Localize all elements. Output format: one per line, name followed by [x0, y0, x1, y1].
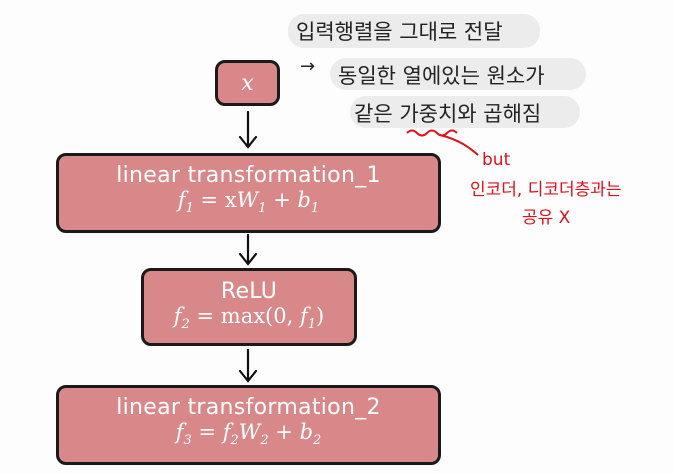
note-line-3-part-c: 와 곱해짐	[457, 102, 542, 126]
relu-title: ReLU	[220, 279, 278, 304]
input-node: x	[215, 60, 280, 106]
linear-1-formula: f1 = xW1 + b1	[177, 188, 320, 217]
linear-2-formula: f3 = f2W2 + b2	[175, 420, 322, 449]
relu-node: ReLU f2 = max(0, f1)	[141, 268, 357, 346]
linear-transformation-1-node: linear transformation_1 f1 = xW1 + b1	[56, 153, 441, 233]
note-line-3-part-a: 같은	[354, 102, 400, 126]
red-note-line-2: 인코더, 디코더층과는	[470, 180, 622, 200]
arrow-down-icon	[238, 348, 258, 383]
red-note-but: but	[482, 150, 511, 170]
relu-formula: f2 = max(0, f1)	[173, 304, 325, 333]
input-node-label: x	[241, 70, 254, 96]
arrow-down-icon	[238, 110, 258, 149]
note-line-3-weight: 가중치	[399, 102, 458, 126]
arrow-down-icon	[238, 233, 258, 266]
linear-2-title: linear transformation_2	[116, 395, 381, 420]
note-line-3: 같은 가중치와 곱해짐	[354, 98, 541, 128]
linear-1-title: linear transformation_1	[116, 163, 381, 188]
note-arrow-icon: →	[300, 56, 316, 77]
red-note-line-3: 공유 X	[522, 208, 571, 228]
linear-transformation-2-node: linear transformation_2 f3 = f2W2 + b2	[56, 385, 441, 465]
note-line-2: 동일한 열에있는 원소가	[338, 64, 545, 88]
squiggle-underline	[406, 129, 458, 137]
pointer-line	[439, 134, 479, 156]
note-line-1: 입력행렬을 그대로 전달	[296, 20, 503, 44]
